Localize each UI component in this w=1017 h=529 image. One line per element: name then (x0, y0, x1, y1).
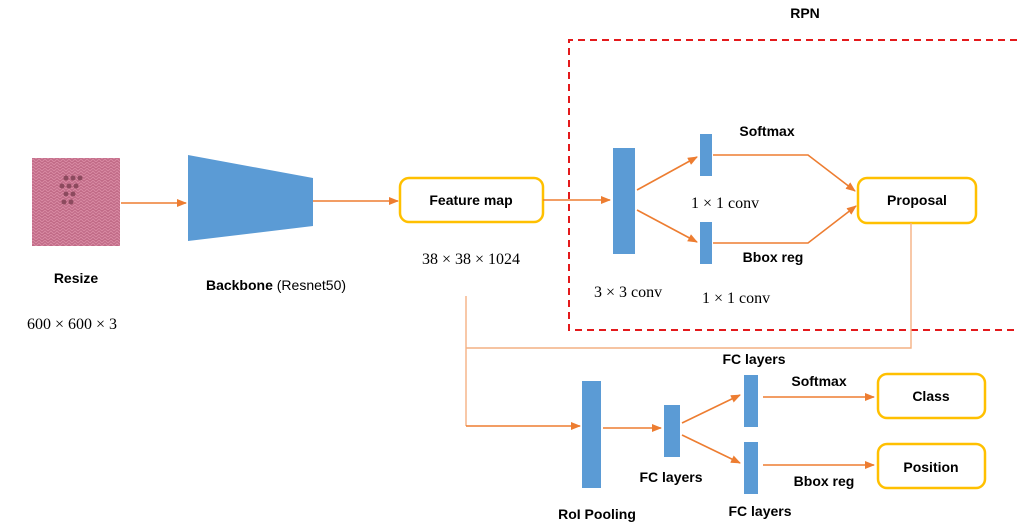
input-dims: 600 × 600 × 3 (27, 316, 117, 333)
arrow-fc-to-bbox-fc (681, 434, 741, 464)
head-bbox-label: Bbox reg (794, 473, 855, 489)
rpn-bbox-conv-block (700, 222, 712, 264)
rpn-conv3-label: 3 × 3 conv (594, 284, 662, 301)
rpn-softmax-label: Softmax (739, 123, 794, 139)
fc-mid-label: FC layers (639, 469, 702, 485)
rpn-conv1-bottom-label: 1 × 1 conv (702, 290, 770, 307)
arrow-softmax-to-proposal (713, 154, 856, 192)
fc-mid-block (664, 405, 680, 457)
input-image-defect (59, 175, 83, 205)
proposal-box (856, 176, 978, 225)
backbone-label: Backbone (Resnet50) (206, 277, 346, 293)
rpn-conv3-block (613, 148, 635, 254)
roi-pooling-label: RoI Pooling (558, 506, 636, 522)
class-label: Class (912, 388, 950, 404)
fc-bottom-label: FC layers (728, 503, 791, 519)
proposal-to-head-line (466, 223, 912, 349)
rpn-region-border (568, 39, 1017, 331)
input-image (32, 158, 120, 246)
position-box (876, 442, 987, 490)
head-softmax-label: Softmax (791, 373, 846, 389)
fc-bbox-block (744, 442, 758, 494)
rpn-conv1-top-label: 1 × 1 conv (691, 195, 759, 212)
arrow-fc-to-class-fc (681, 394, 741, 424)
backbone-trapezoid (188, 155, 313, 241)
position-label: Position (903, 459, 958, 475)
feature-map-dims: 38 × 38 × 1024 (422, 251, 520, 268)
arrow-conv3-to-bbox-conv (636, 209, 698, 243)
rpn-title: RPN (790, 5, 820, 21)
feature-map-label: Feature map (429, 192, 512, 208)
proposal-label: Proposal (887, 192, 947, 208)
roi-pooling-block (582, 381, 601, 488)
resize-label: Resize (54, 270, 99, 286)
fc-top-label: FC layers (722, 351, 785, 367)
arrow-bbox-to-proposal (713, 205, 857, 244)
rpn-bbox-label: Bbox reg (743, 249, 804, 265)
arrow-conv3-to-softmax-conv (636, 156, 698, 191)
fc-class-block (744, 375, 758, 427)
rpn-softmax-conv-block (700, 134, 712, 176)
class-box (876, 372, 987, 420)
